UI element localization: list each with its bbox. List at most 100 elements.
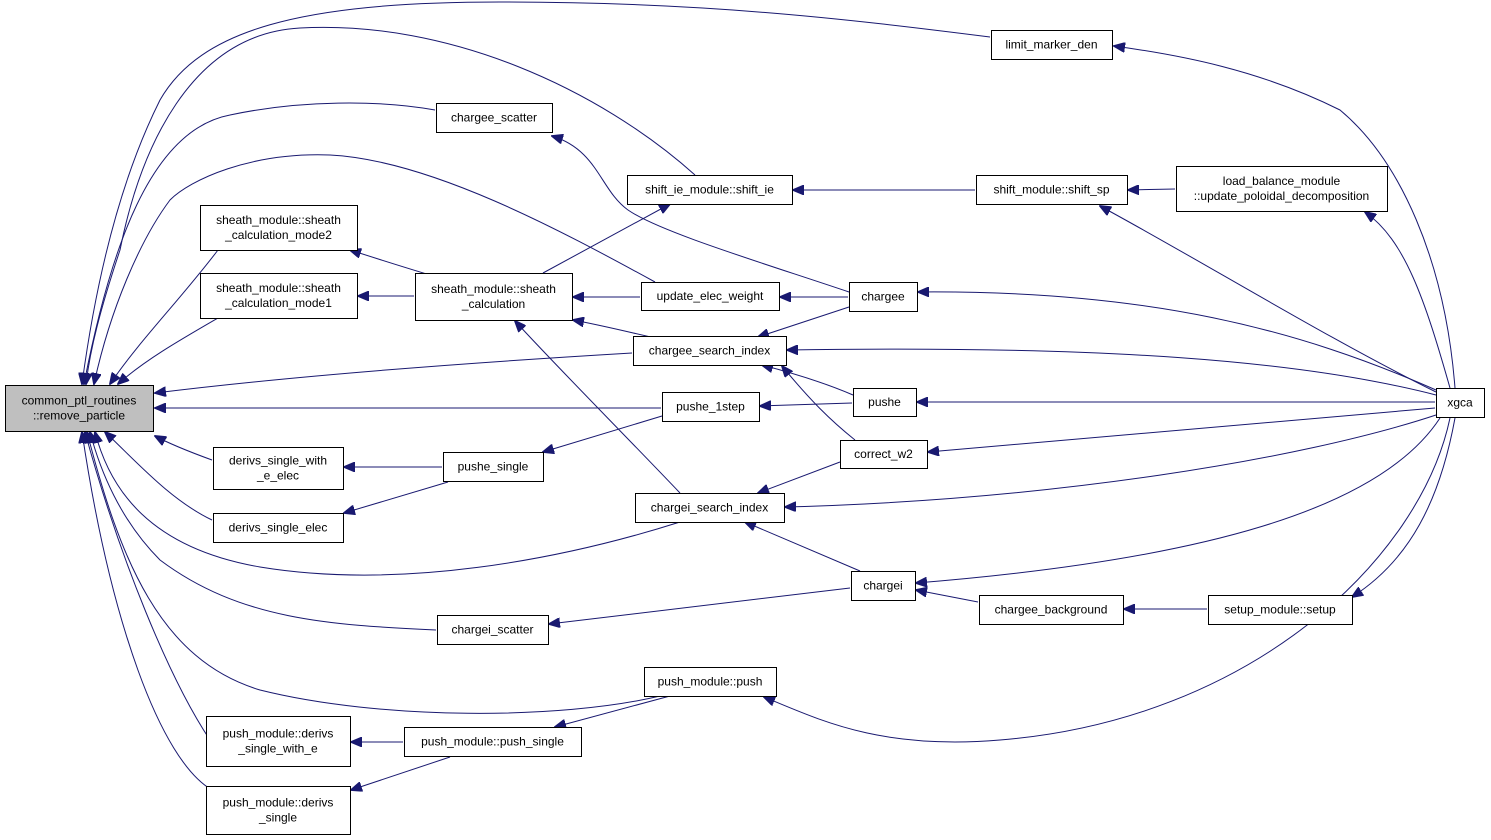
- node-chargee[interactable]: chargee: [849, 282, 918, 312]
- node-pm-derivs-with-e[interactable]: push_module::derivs_single_with_e: [206, 716, 351, 767]
- node-label: pushe: [868, 395, 901, 409]
- node-label: _single: [258, 811, 297, 825]
- node-label: push_module::push_single: [421, 735, 564, 749]
- node-label: pushe_1step: [676, 400, 745, 414]
- node-box: [404, 727, 582, 757]
- edge-path: [543, 415, 663, 452]
- node-chargei[interactable]: chargei: [851, 571, 916, 601]
- edge-path: [94, 154, 656, 384]
- edge-path: [745, 522, 861, 572]
- edge-path: [515, 321, 681, 494]
- node-label: _calculation: [461, 297, 525, 311]
- edge-path: [762, 365, 854, 396]
- edge-pushe-to-pushe_1step: [760, 403, 853, 406]
- edge-path: [350, 250, 431, 276]
- node-box: [1176, 166, 1388, 212]
- edge-xgca-to-chargei_search_index: [785, 414, 1437, 507]
- edge-xgca-to-shift_sp: [1100, 206, 1437, 393]
- edge-xgca-to-chargee_search_index: [787, 349, 1437, 396]
- edge-pushe_1step-to-pushe_single: [543, 415, 663, 452]
- edge-path: [928, 407, 1436, 452]
- edge-pm_derivs_single-to-root: [82, 432, 213, 791]
- node-setup[interactable]: setup_module::setup: [1208, 595, 1353, 625]
- node-chargei-scatter[interactable]: chargei_scatter: [437, 615, 549, 645]
- node-update-elec-weight[interactable]: update_elec_weight: [641, 282, 780, 311]
- edge-sheath_calc-to-sheath_mode2: [350, 250, 431, 276]
- node-label: _e_elec: [256, 469, 299, 483]
- edge-chargei_scatter-to-root: [90, 432, 437, 631]
- edge-path: [110, 249, 219, 384]
- node-push-single[interactable]: push_module::push_single: [404, 727, 582, 757]
- node-label: common_ptl_routines: [22, 394, 137, 408]
- edge-limit_marker_den-to-root: [82, 1, 991, 384]
- edge-xgca-to-chargei: [916, 417, 1441, 583]
- node-label: chargee: [861, 290, 905, 304]
- node-label: chargee_background: [995, 603, 1108, 617]
- node-label: ::remove_particle: [33, 409, 125, 423]
- node-box: [991, 30, 1113, 60]
- edge-path: [351, 756, 451, 790]
- edge-path: [82, 1, 991, 384]
- node-chargei-search-index[interactable]: chargei_search_index: [635, 493, 785, 523]
- edge-shift_ie-to-root: [86, 26, 696, 384]
- edge-path: [787, 349, 1437, 396]
- node-derivs-with-e-elec[interactable]: derivs_single_with_e_elec: [213, 447, 344, 490]
- node-shift-ie[interactable]: shift_ie_module::shift_ie: [627, 175, 793, 205]
- node-sheath-mode1[interactable]: sheath_module::sheath_calculation_mode1: [200, 273, 358, 319]
- node-label: push_module::push: [658, 675, 763, 689]
- node-shift-sp[interactable]: shift_module::shift_sp: [976, 175, 1128, 205]
- edge-xgca-to-chargee: [918, 292, 1437, 391]
- edge-xgca-to-load_balance: [1365, 212, 1451, 389]
- node-push[interactable]: push_module::push: [644, 667, 777, 697]
- node-root[interactable]: common_ptl_routines::remove_particle: [5, 385, 154, 432]
- edge-path: [1100, 206, 1437, 393]
- node-box: [840, 440, 928, 469]
- edge-update_elec_weight-to-root: [94, 154, 656, 384]
- node-pushe-1step[interactable]: pushe_1step: [662, 392, 760, 422]
- node-label: derivs_single_with: [229, 454, 327, 468]
- edge-chargee_scatter-to-root: [84, 102, 436, 384]
- edge-path: [782, 366, 856, 441]
- edge-xgca-to-setup: [1352, 417, 1456, 597]
- node-derivs-single-elec[interactable]: derivs_single_elec: [213, 513, 344, 543]
- node-box: [206, 716, 351, 767]
- node-load-balance[interactable]: load_balance_module::update_poloidal_dec…: [1176, 166, 1388, 212]
- node-label: limit_marker_den: [1005, 38, 1097, 52]
- edge-path: [155, 436, 213, 461]
- node-sheath-calc[interactable]: sheath_module::sheath_calculation: [415, 273, 573, 321]
- graph-nodes: common_ptl_routines::remove_particle limi…: [5, 30, 1485, 835]
- node-chargee-background[interactable]: chargee_background: [979, 595, 1124, 625]
- edge-path: [1128, 189, 1176, 190]
- edge-pushe-to-chargee_search_index: [762, 365, 854, 396]
- node-box: [633, 336, 787, 366]
- node-box: [976, 175, 1128, 205]
- node-label: ::update_poloidal_decomposition: [1194, 189, 1369, 203]
- node-pushe[interactable]: pushe: [853, 388, 917, 417]
- node-pushe-single[interactable]: pushe_single: [443, 452, 544, 482]
- edge-load_balance-to-shift_sp: [1128, 189, 1176, 190]
- edge-path: [542, 204, 670, 274]
- node-label: _calculation_mode2: [224, 228, 332, 242]
- edge-path: [555, 695, 671, 727]
- node-box: [437, 615, 549, 645]
- edge-xgca-to-limit_marker_den: [1114, 46, 1456, 389]
- node-sheath-mode2[interactable]: sheath_module::sheath_calculation_mode2: [200, 205, 358, 251]
- node-label: chargei: [863, 579, 902, 593]
- node-chargee-scatter[interactable]: chargee_scatter: [436, 103, 553, 133]
- node-limit-marker-den[interactable]: limit_marker_den: [991, 30, 1113, 60]
- node-box: [635, 493, 785, 523]
- node-pm-derivs-single[interactable]: push_module::derivs_single: [206, 786, 351, 835]
- edge-path: [118, 317, 219, 384]
- node-box: [213, 513, 344, 543]
- node-xgca[interactable]: xgca: [1436, 388, 1485, 418]
- node-box: [641, 282, 780, 311]
- edge-chargee_search_index-to-sheath_calc: [573, 320, 656, 339]
- node-box: [853, 388, 917, 417]
- edge-path: [573, 320, 656, 339]
- node-box: [200, 205, 358, 251]
- edge-path: [758, 461, 841, 493]
- node-chargee-search-index[interactable]: chargee_search_index: [633, 336, 787, 366]
- node-box: [849, 282, 918, 312]
- node-correct-w2[interactable]: correct_w2: [840, 440, 928, 469]
